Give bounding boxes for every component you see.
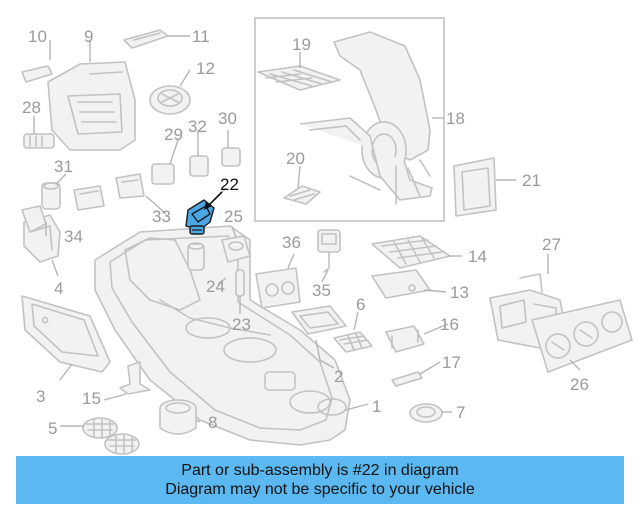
part-36-control-panel: [255, 267, 301, 309]
part-7-cap: [409, 403, 443, 423]
callout-1: 1: [372, 397, 381, 416]
callout-33: 33: [152, 207, 171, 226]
part-23-stick: [235, 269, 245, 297]
callout-25: 25: [224, 207, 243, 226]
part-14-mesh-panel: [371, 235, 451, 269]
part-26-climate-panel: [531, 299, 633, 373]
callout-15: 15: [82, 389, 101, 408]
part-31-switch: [41, 182, 61, 210]
part-28-switch: [23, 133, 55, 149]
callout-20: 20: [286, 149, 305, 168]
callout-14: 14: [468, 247, 487, 266]
callout-10: 10: [28, 27, 47, 46]
part-25-switch: [221, 235, 251, 263]
callout-30: 30: [218, 109, 237, 128]
callout-2: 2: [334, 367, 343, 386]
callout-34: 34: [64, 227, 83, 246]
part-15-clip: [119, 361, 151, 395]
part-32-switch: [189, 155, 209, 177]
callout-29: 29: [164, 125, 183, 144]
callout-9: 9: [84, 27, 93, 46]
part-1-console: [94, 225, 351, 446]
callout-26: 26: [570, 375, 589, 394]
callout-4: 4: [54, 279, 63, 298]
part-10-button: [21, 65, 53, 83]
part-21-cover: [453, 157, 497, 217]
part-20-grille: [283, 185, 321, 205]
armrest-inset-box: [254, 17, 445, 222]
part-24-socket: [187, 242, 205, 271]
part-35-clip: [317, 229, 341, 273]
callout-18: 18: [446, 109, 465, 128]
parts-diagram: 10 9 11 12 28 29 32 30 31 33 34 4 22 25 …: [21, 17, 633, 455]
callout-35: 35: [312, 281, 331, 300]
callout-7: 7: [456, 403, 465, 422]
callout-23: 23: [232, 315, 251, 334]
callout-13: 13: [450, 283, 469, 302]
part-22-leader-arrow: [204, 191, 223, 210]
part-18-armrest: [299, 31, 433, 205]
callout-19: 19: [292, 35, 311, 54]
callout-17: 17: [442, 353, 461, 372]
part-17-strip: [391, 371, 423, 387]
part-13-cover: [371, 269, 431, 299]
callout-27: 27: [542, 235, 561, 254]
part-30-switch: [221, 147, 241, 167]
part-16-bracket: [385, 325, 425, 353]
callout-12: 12: [196, 59, 215, 78]
part-29-switch: [151, 163, 175, 185]
callout-5: 5: [48, 419, 57, 438]
callout-11: 11: [192, 27, 210, 46]
part-6-mesh-mat: [333, 331, 373, 353]
callout-22: 22: [220, 175, 239, 194]
part-33-switches: [73, 173, 145, 211]
callout-6: 6: [356, 295, 365, 314]
part-12-knob: [149, 85, 191, 115]
part-8-cup-insert: [159, 399, 197, 435]
callout-28: 28: [22, 98, 41, 117]
callout-8: 8: [208, 413, 217, 432]
part-5-mesh-disc: [82, 417, 140, 455]
info-banner: Part or sub-assembly is #22 in diagram D…: [16, 456, 624, 504]
callout-32: 32: [188, 117, 207, 136]
part-2-tray: [291, 305, 347, 335]
callout-21: 21: [522, 171, 541, 190]
part-11-strip: [123, 29, 169, 49]
callout-3: 3: [36, 387, 45, 406]
callout-24: 24: [206, 277, 225, 296]
callout-36: 36: [282, 233, 301, 252]
part-3-side-panel: [21, 295, 111, 373]
part-9-bezel: [47, 61, 136, 151]
banner-line-2: Diagram may not be specific to your vehi…: [165, 481, 475, 498]
callout-16: 16: [440, 315, 459, 334]
part-19-grille: [257, 65, 341, 91]
banner-line-1: Part or sub-assembly is #22 in diagram: [181, 462, 459, 479]
callout-31: 31: [54, 157, 73, 176]
